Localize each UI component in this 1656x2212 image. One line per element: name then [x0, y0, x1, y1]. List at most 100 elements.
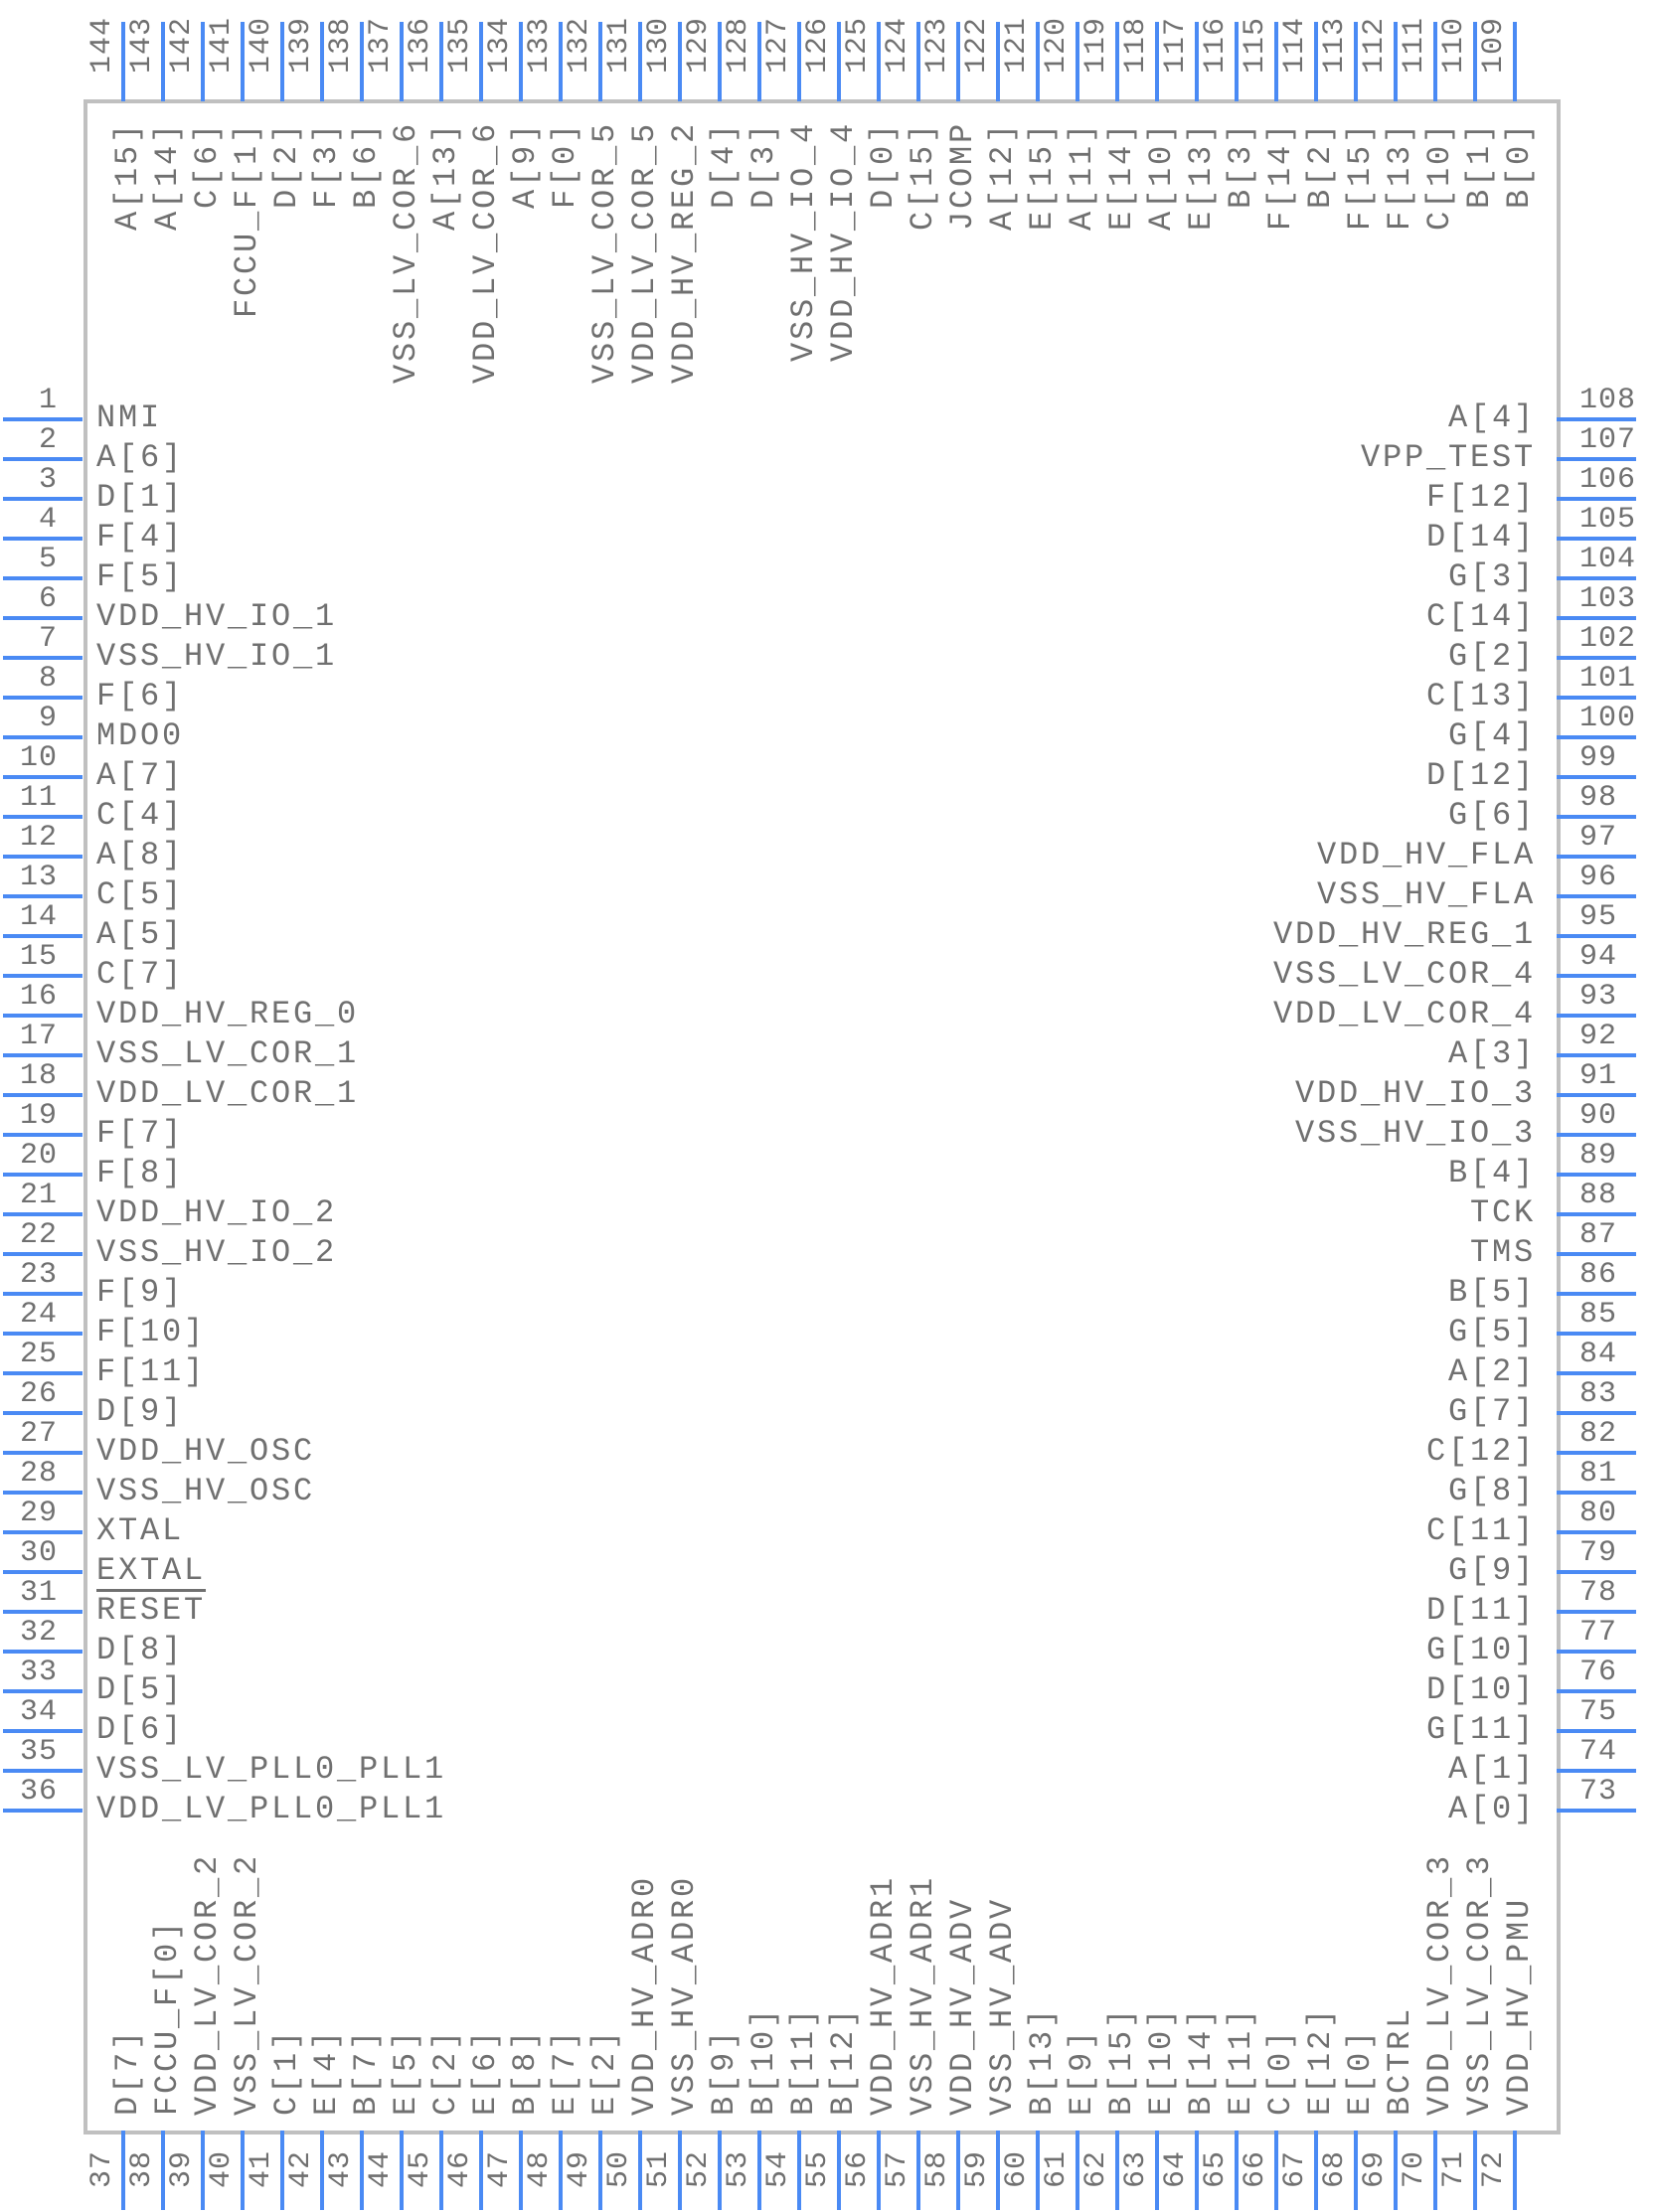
pin-45-line[interactable]	[439, 2131, 443, 2210]
pin-83-line[interactable]	[1557, 1411, 1636, 1415]
pin-88-line[interactable]	[1557, 1212, 1636, 1216]
pin-118-line[interactable]	[1155, 22, 1159, 101]
pin-98-line[interactable]	[1557, 815, 1636, 819]
pin-77-line[interactable]	[1557, 1650, 1636, 1654]
pin-22-line[interactable]	[3, 1252, 83, 1256]
pin-130-line[interactable]	[678, 22, 682, 101]
pin-87-line[interactable]	[1557, 1252, 1636, 1256]
pin-1-line[interactable]	[3, 417, 83, 421]
pin-21-line[interactable]	[3, 1212, 83, 1216]
pin-120-line[interactable]	[1076, 22, 1079, 101]
pin-89-line[interactable]	[1557, 1173, 1636, 1177]
pin-62-line[interactable]	[1115, 2131, 1119, 2210]
pin-136-line[interactable]	[439, 22, 443, 101]
pin-9-line[interactable]	[3, 735, 83, 739]
pin-97-line[interactable]	[1557, 855, 1636, 859]
pin-101-line[interactable]	[1557, 696, 1636, 700]
pin-70-line[interactable]	[1433, 2131, 1437, 2210]
pin-12-line[interactable]	[3, 855, 83, 859]
pin-75-line[interactable]	[1557, 1729, 1636, 1733]
pin-79-line[interactable]	[1557, 1570, 1636, 1574]
pin-39-line[interactable]	[201, 2131, 205, 2210]
pin-33-line[interactable]	[3, 1689, 83, 1693]
pin-42-line[interactable]	[320, 2131, 324, 2210]
pin-112-line[interactable]	[1394, 22, 1398, 101]
pin-117-line[interactable]	[1195, 22, 1199, 101]
pin-127-line[interactable]	[797, 22, 801, 101]
pin-72-line[interactable]	[1513, 2131, 1517, 2210]
pin-50-line[interactable]	[638, 2131, 642, 2210]
pin-132-line[interactable]	[598, 22, 602, 101]
pin-141-line[interactable]	[241, 22, 245, 101]
pin-107-line[interactable]	[1557, 457, 1636, 461]
pin-29-line[interactable]	[3, 1530, 83, 1534]
pin-92-line[interactable]	[1557, 1053, 1636, 1057]
pin-85-line[interactable]	[1557, 1332, 1636, 1336]
pin-61-line[interactable]	[1076, 2131, 1079, 2210]
pin-20-line[interactable]	[3, 1173, 83, 1177]
pin-84-line[interactable]	[1557, 1371, 1636, 1375]
pin-74-line[interactable]	[1557, 1769, 1636, 1773]
pin-86-line[interactable]	[1557, 1292, 1636, 1296]
pin-36-line[interactable]	[3, 1809, 83, 1813]
pin-129-line[interactable]	[718, 22, 722, 101]
pin-18-line[interactable]	[3, 1093, 83, 1097]
pin-67-line[interactable]	[1314, 2131, 1318, 2210]
pin-81-line[interactable]	[1557, 1491, 1636, 1495]
pin-94-line[interactable]	[1557, 974, 1636, 978]
pin-99-line[interactable]	[1557, 775, 1636, 779]
pin-108-line[interactable]	[1557, 417, 1636, 421]
pin-66-line[interactable]	[1274, 2131, 1278, 2210]
pin-55-line[interactable]	[837, 2131, 841, 2210]
pin-27-line[interactable]	[3, 1451, 83, 1455]
pin-114-line[interactable]	[1314, 22, 1318, 101]
pin-122-line[interactable]	[996, 22, 1000, 101]
pin-16-line[interactable]	[3, 1014, 83, 1018]
pin-53-line[interactable]	[757, 2131, 761, 2210]
pin-11-line[interactable]	[3, 815, 83, 819]
pin-102-line[interactable]	[1557, 656, 1636, 660]
pin-68-line[interactable]	[1354, 2131, 1358, 2210]
pin-115-line[interactable]	[1274, 22, 1278, 101]
pin-4-line[interactable]	[3, 537, 83, 541]
pin-121-line[interactable]	[1036, 22, 1040, 101]
pin-93-line[interactable]	[1557, 1014, 1636, 1018]
pin-137-line[interactable]	[400, 22, 404, 101]
pin-143-line[interactable]	[161, 22, 165, 101]
pin-19-line[interactable]	[3, 1133, 83, 1137]
pin-76-line[interactable]	[1557, 1689, 1636, 1693]
pin-15-line[interactable]	[3, 974, 83, 978]
pin-38-line[interactable]	[161, 2131, 165, 2210]
pin-35-line[interactable]	[3, 1769, 83, 1773]
pin-113-line[interactable]	[1354, 22, 1358, 101]
pin-100-line[interactable]	[1557, 735, 1636, 739]
pin-65-line[interactable]	[1235, 2131, 1239, 2210]
pin-56-line[interactable]	[877, 2131, 881, 2210]
pin-6-line[interactable]	[3, 616, 83, 620]
pin-31-line[interactable]	[3, 1610, 83, 1614]
pin-28-line[interactable]	[3, 1491, 83, 1495]
pin-41-line[interactable]	[280, 2131, 284, 2210]
pin-110-line[interactable]	[1473, 22, 1477, 101]
pin-54-line[interactable]	[797, 2131, 801, 2210]
pin-73-line[interactable]	[1557, 1809, 1636, 1813]
pin-3-line[interactable]	[3, 497, 83, 501]
pin-52-line[interactable]	[718, 2131, 722, 2210]
pin-8-line[interactable]	[3, 696, 83, 700]
pin-138-line[interactable]	[360, 22, 364, 101]
pin-82-line[interactable]	[1557, 1451, 1636, 1455]
pin-49-line[interactable]	[598, 2131, 602, 2210]
pin-63-line[interactable]	[1155, 2131, 1159, 2210]
pin-23-line[interactable]	[3, 1292, 83, 1296]
pin-59-line[interactable]	[996, 2131, 1000, 2210]
pin-57-line[interactable]	[916, 2131, 920, 2210]
pin-119-line[interactable]	[1115, 22, 1119, 101]
pin-58-line[interactable]	[956, 2131, 960, 2210]
pin-10-line[interactable]	[3, 775, 83, 779]
pin-17-line[interactable]	[3, 1053, 83, 1057]
pin-7-line[interactable]	[3, 656, 83, 660]
pin-26-line[interactable]	[3, 1411, 83, 1415]
pin-128-line[interactable]	[757, 22, 761, 101]
pin-47-line[interactable]	[519, 2131, 523, 2210]
pin-30-line[interactable]	[3, 1570, 83, 1574]
